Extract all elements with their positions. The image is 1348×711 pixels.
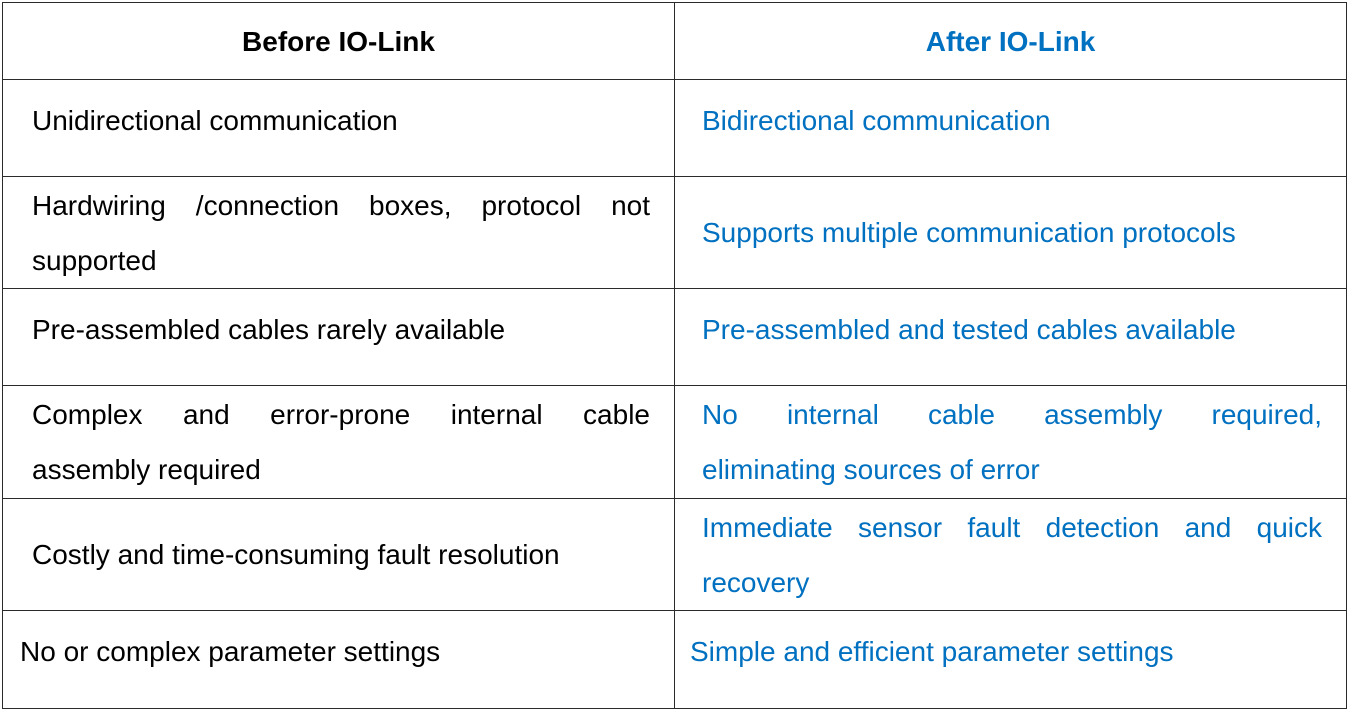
after-text-line2: eliminating sources of error <box>702 454 1040 485</box>
before-cell: Costly and time-consuming fault resoluti… <box>2 498 675 611</box>
table-row: Costly and time-consuming fault resoluti… <box>2 498 1347 611</box>
before-cell: No or complex parameter settings <box>2 610 675 709</box>
before-text-line1: Complex and error-prone internal cable <box>32 399 650 430</box>
before-cell: Unidirectional communication <box>2 79 675 177</box>
before-text: Unidirectional communication <box>32 104 398 136</box>
header-before-io-link: Before IO-Link <box>2 2 675 80</box>
before-text: Pre-assembled cables rarely available <box>32 313 506 345</box>
after-cell: Bidirectional communication <box>674 79 1347 177</box>
before-cell: Complex and error-prone internal cable a… <box>2 385 675 499</box>
after-cell: Pre-assembled and tested cables availabl… <box>674 288 1347 386</box>
before-cell: Hardwiring /connection boxes, protocol n… <box>2 176 675 289</box>
after-text: Simple and efficient parameter settings <box>690 636 1174 667</box>
after-cell: Simple and efficient parameter settings <box>674 610 1347 709</box>
after-cell: Supports multiple communication protocol… <box>674 176 1347 289</box>
table-row: No or complex parameter settings Simple … <box>2 610 1347 709</box>
after-text-line1: Immediate sensor fault detection and qui… <box>702 511 1322 543</box>
after-text-line2: recovery <box>702 566 810 598</box>
after-text: Pre-assembled and tested cables availabl… <box>702 313 1236 345</box>
table-row: Unidirectional communication Bidirection… <box>2 79 1347 177</box>
header-after-io-link: After IO-Link <box>674 2 1347 80</box>
after-text: Supports multiple communication protocol… <box>702 217 1236 248</box>
after-cell: No internal cable assembly required, eli… <box>674 385 1347 499</box>
before-text-line2: assembly required <box>32 454 261 485</box>
header-row: Before IO-Link After IO-Link <box>2 2 1347 80</box>
before-text: No or complex parameter settings <box>20 636 441 667</box>
after-cell: Immediate sensor fault detection and qui… <box>674 498 1347 611</box>
after-text-line1: No internal cable assembly required, <box>702 399 1322 430</box>
table-row: Hardwiring /connection boxes, protocol n… <box>2 176 1347 289</box>
before-text-line2: supported <box>32 244 157 276</box>
before-cell: Pre-assembled cables rarely available <box>2 288 675 386</box>
before-text: Costly and time-consuming fault resoluti… <box>32 539 560 570</box>
table-row: Pre-assembled cables rarely available Pr… <box>2 288 1347 386</box>
before-text-line1: Hardwiring /connection boxes, protocol n… <box>32 189 650 221</box>
table-row: Complex and error-prone internal cable a… <box>2 385 1347 499</box>
after-text: Bidirectional communication <box>702 104 1051 136</box>
